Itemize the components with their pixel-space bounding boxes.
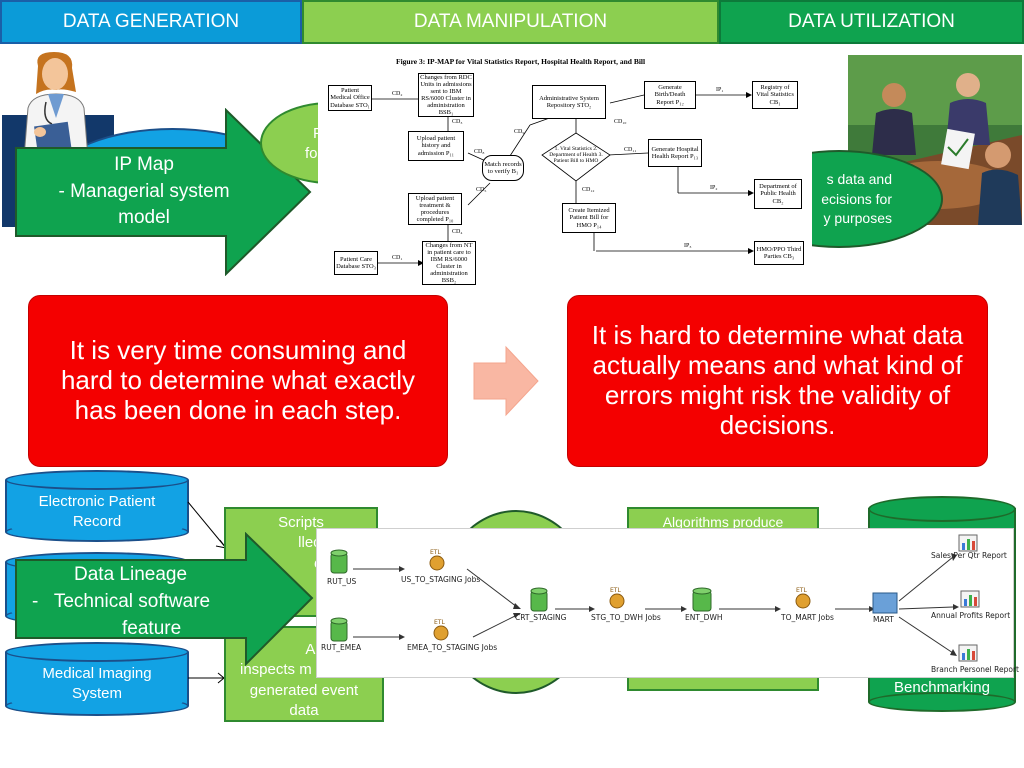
lineage-mart: MART bbox=[873, 615, 894, 624]
lineage-line3: feature bbox=[122, 617, 182, 639]
lineage-ent-dwh: ENT_DWH bbox=[685, 613, 723, 622]
lineage-rut-us: RUT_US bbox=[327, 577, 357, 586]
report-icons bbox=[958, 534, 980, 662]
ip-map-figure: Figure 3: IP-MAP for Vital Statistics Re… bbox=[318, 55, 812, 287]
benchmarking-label: Benchmarking bbox=[894, 679, 990, 696]
flow-cd9: CD₉ bbox=[514, 129, 525, 135]
lineage-etl-4: ETL bbox=[796, 587, 807, 594]
db-icons bbox=[330, 549, 712, 642]
lineage-annual-report: Annual Profits Report bbox=[931, 611, 1011, 620]
lineage-branch-report: Branch Personel Report bbox=[931, 665, 1019, 674]
flow-cd11: CD₁₁ bbox=[624, 147, 637, 153]
applic-frag-3: generated event bbox=[249, 681, 359, 699]
cyl-top bbox=[5, 642, 189, 662]
right-red-box-text: It is hard to determine what data actual… bbox=[591, 320, 964, 440]
ip-box-changes-rdc: Changes from RDC Units in admissions sen… bbox=[418, 73, 474, 117]
flow-ip2: IP₂ bbox=[710, 185, 718, 191]
cyl-electronic-patient-record: Electronic Patient Record bbox=[5, 470, 189, 542]
data-lineage-label: Data Lineage - Technical software featur… bbox=[20, 562, 270, 643]
ip-box-patient-medical: Patient Medical Office Database STO₁ bbox=[328, 85, 372, 111]
ip-box-birth-death: Generate Birth/Death Report P₁₂ bbox=[644, 81, 696, 109]
flow-cd3: CD₃ bbox=[452, 119, 463, 125]
flow-cd2: CD₂ bbox=[392, 91, 403, 97]
ip-map-line2: - Managerial system bbox=[58, 180, 230, 202]
oval-frag-1: F bbox=[305, 124, 322, 144]
lineage-us-staging: US_TO_STAGING Jobs bbox=[401, 575, 481, 584]
ip-map-label: IP Map - Managerial system model bbox=[24, 152, 264, 232]
ip-box-hmo: HMO/PPO Third Parties CB₃ bbox=[754, 241, 804, 265]
ip-box-registry: Registry of Vital Statistics CB₁ bbox=[752, 81, 798, 109]
algorithms-frag: Algorithms produce bbox=[662, 514, 784, 530]
flow-cd8: CD₈ bbox=[474, 149, 485, 155]
util-frag-3: y purposes bbox=[823, 210, 892, 227]
ip-box-upload-history: Upload patient history and admission P₁₁ bbox=[408, 131, 464, 161]
flow-cd1: CD₁ bbox=[392, 255, 403, 261]
header-data-manipulation: DATA MANIPULATION bbox=[302, 0, 719, 44]
lineage-sales-report: Sales Per Qtr Report bbox=[931, 551, 1007, 560]
oval-frag-2: fo bbox=[305, 145, 318, 163]
lineage-line1: Data Lineage bbox=[74, 564, 188, 585]
cyl-bottom bbox=[868, 692, 1016, 712]
lineage-etl-2: ETL bbox=[434, 619, 445, 626]
util-frag-2: ecisions for bbox=[821, 190, 892, 207]
ip-box-upload-treatment: Upload patient treatment & procedures co… bbox=[408, 193, 462, 225]
cyl-bottom bbox=[5, 696, 189, 716]
left-red-box: It is very time consuming and hard to de… bbox=[28, 295, 448, 467]
lineage-to-mart: TO_MART Jobs bbox=[781, 613, 834, 622]
flow-cd4: CD₄ bbox=[452, 229, 463, 235]
scripts-frag-1: Scripts bbox=[278, 514, 324, 531]
lineage-crt-staging: CRT_STAGING bbox=[515, 613, 567, 622]
lineage-rut-emea: RUT_EMEA bbox=[321, 643, 362, 652]
cyl-top bbox=[5, 470, 189, 490]
etl-icons bbox=[429, 555, 811, 641]
cylinder-connectors bbox=[187, 501, 228, 684]
ip-map-line3: model bbox=[118, 207, 170, 229]
cyl-top bbox=[868, 496, 1016, 522]
ip-map-figure-title: Figure 3: IP-MAP for Vital Statistics Re… bbox=[396, 57, 646, 66]
lineage-line2: - Technical software bbox=[32, 590, 211, 612]
ip-box-hospital-health: Generate Hospital Health Report P₁₃ bbox=[648, 139, 702, 167]
flow-ip1: IP₁ bbox=[716, 87, 724, 93]
cyl-medical-imaging-label: Medical Imaging System bbox=[42, 665, 152, 703]
header-data-utilization: DATA UTILIZATION bbox=[719, 0, 1024, 44]
middle-arrow bbox=[473, 345, 539, 417]
cyl-electronic-label: Electronic Patient Record bbox=[38, 493, 156, 531]
ip-box-match-records: Match records to verify B₁ bbox=[482, 155, 524, 181]
ip-box-patient-care: Patient Care Database STO₃ bbox=[334, 251, 378, 275]
lineage-panel: RUT_US RUT_EMEA US_TO_STAGING Jobs EMEA_… bbox=[316, 528, 1019, 678]
cyl-medical-imaging: Medical Imaging System bbox=[5, 642, 189, 718]
lineage-etl-3: ETL bbox=[610, 587, 621, 594]
util-frag-1: s data and bbox=[826, 171, 892, 187]
lineage-stg-dwh: STG_TO_DWH Jobs bbox=[591, 613, 661, 622]
flow-cd5: CD₅ bbox=[476, 187, 487, 193]
ip-box-decision: 1. Vital Statistics 2. Department of Hea… bbox=[549, 145, 603, 165]
ip-box-dept-public-health: Department of Public Health CB₂ bbox=[754, 179, 802, 209]
applic-frag-2: inspects m bbox=[240, 661, 312, 679]
cyl-bottom bbox=[5, 522, 189, 542]
right-red-box: It is hard to determine what data actual… bbox=[567, 295, 988, 467]
header-data-generation: DATA GENERATION bbox=[0, 0, 302, 44]
data-lineage-arrow bbox=[15, 532, 314, 666]
left-red-box-text: It is very time consuming and hard to de… bbox=[60, 335, 416, 425]
manipulation-oval-text: F fo bbox=[305, 124, 322, 165]
utilization-oval-text: s data and ecisions for y purposes bbox=[800, 170, 892, 229]
lineage-emea-staging: EMEA_TO_STAGING Jobs bbox=[407, 643, 498, 652]
applic-frag-4: data bbox=[289, 701, 319, 719]
flow-ip3: IP₃ bbox=[684, 243, 692, 249]
ip-map-line1: IP Map bbox=[114, 154, 174, 175]
ip-map-arrow bbox=[15, 108, 312, 276]
flow-cd10: CD₁₀ bbox=[614, 119, 627, 125]
lineage-connectors bbox=[330, 534, 980, 662]
ip-box-admin-repo: Administrative System Repository STO₂ bbox=[532, 85, 606, 119]
ip-box-changes-nt: Changes from NT in patient care to IBM R… bbox=[422, 241, 476, 285]
ip-box-itemized-bill: Create Itemized Patient Bill for HMO P₁₄ bbox=[562, 203, 616, 233]
flow-cd12: CD₁₂ bbox=[582, 187, 595, 193]
lineage-etl-1: ETL bbox=[430, 549, 441, 556]
